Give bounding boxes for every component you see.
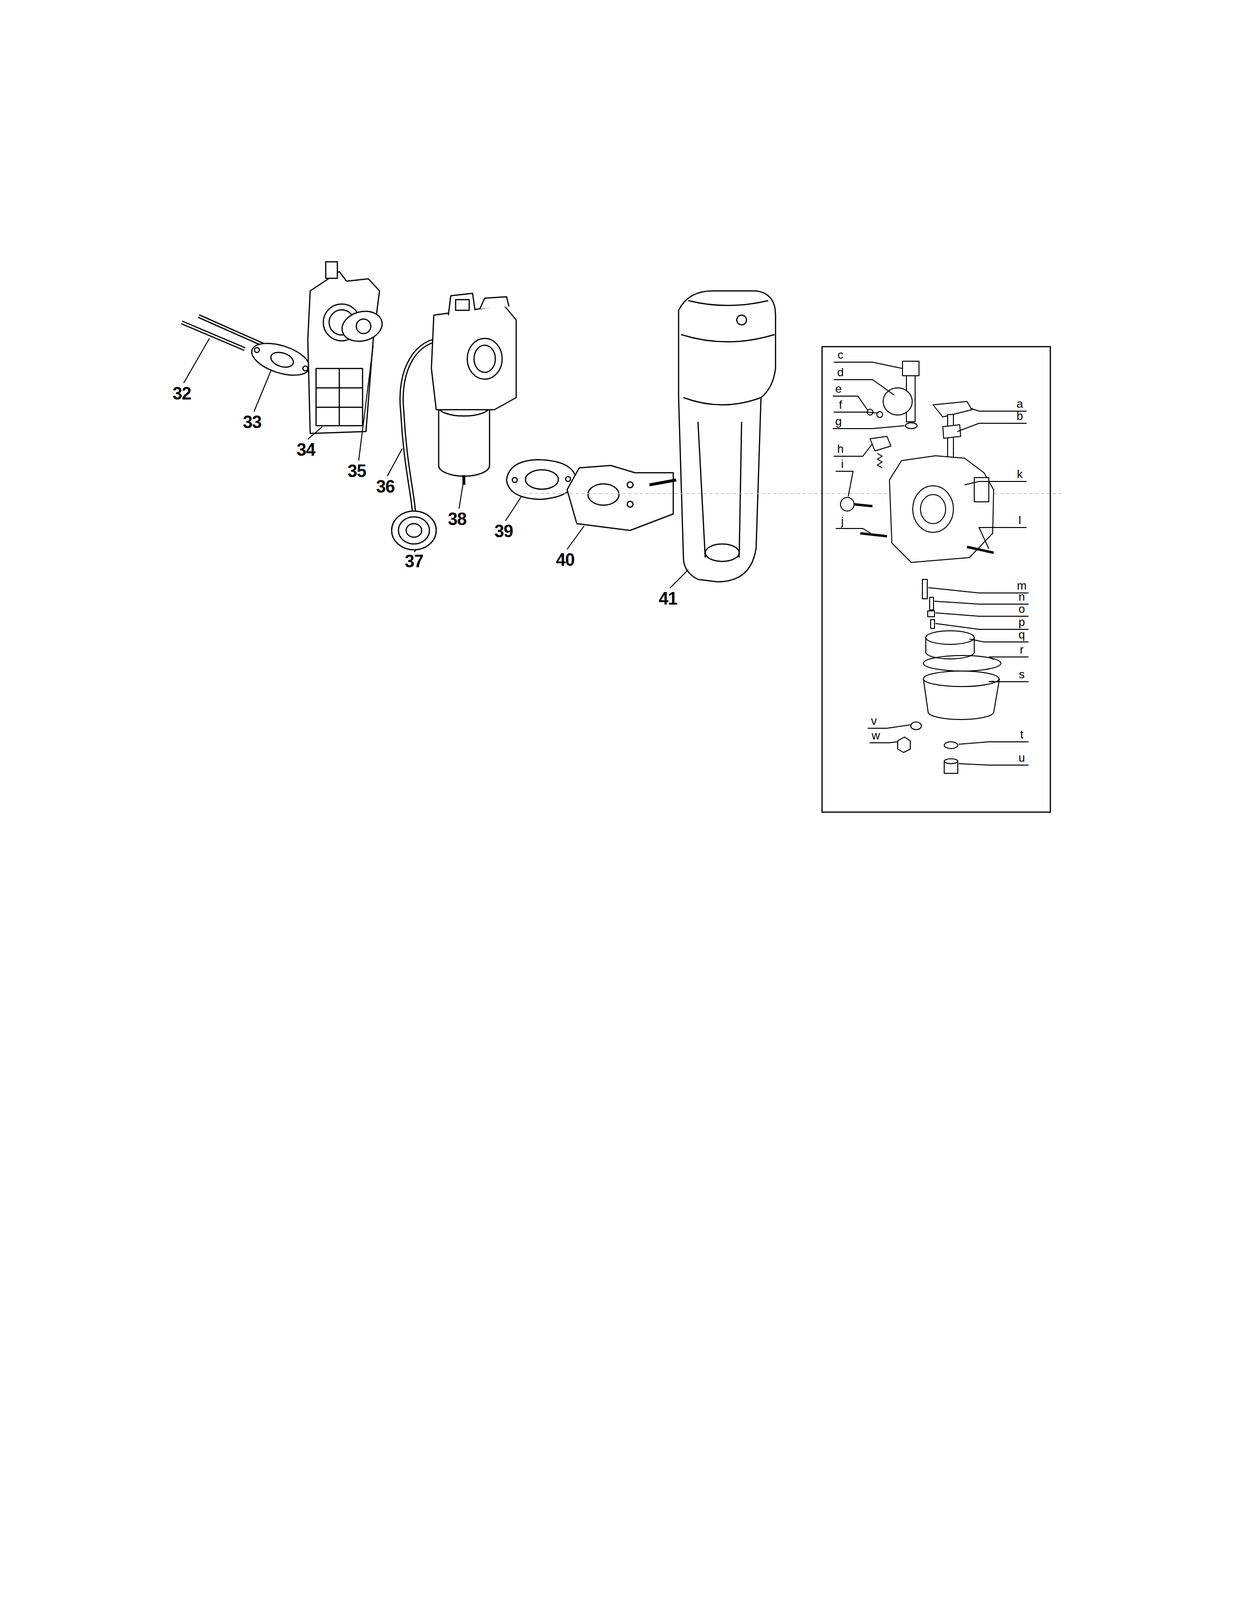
leader-line (413, 550, 416, 552)
leader-line (669, 569, 689, 588)
callout-letter: o (1018, 602, 1025, 615)
leader-line (979, 527, 1027, 549)
callout-letter: q (1018, 628, 1025, 641)
leader-line (387, 448, 403, 476)
callout-letter: a (1016, 397, 1023, 410)
callout-letter: t (1020, 728, 1024, 741)
callout-number: 34 (296, 441, 316, 459)
leader-line (567, 525, 585, 550)
leader-line (832, 425, 905, 429)
callout-letter: g (835, 415, 842, 428)
leader-line (307, 426, 323, 440)
callout-letter: m (1016, 579, 1027, 592)
leader-line (934, 601, 1029, 604)
callout-letter: r (1019, 643, 1024, 656)
leader-line (183, 338, 210, 383)
callout-number: 32 (172, 384, 191, 403)
callout-letter: k (1016, 468, 1023, 480)
callout-letter: w (871, 729, 880, 742)
leader-line (935, 612, 1029, 617)
callout-number: 33 (242, 413, 262, 431)
callout-letter: v (871, 714, 877, 727)
callout-letter: d (837, 366, 844, 379)
leader-line (358, 345, 374, 461)
leader-line (935, 623, 1029, 630)
callout-letter: s (1018, 668, 1025, 681)
leader-line (832, 396, 868, 411)
callout-number: 38 (447, 510, 467, 528)
callout-letter: i (840, 458, 844, 470)
callout-number: 41 (658, 589, 678, 608)
leader-line (833, 379, 895, 396)
leader-line (957, 423, 1027, 432)
leader-line (833, 412, 878, 413)
leader-line (988, 656, 1029, 660)
callout-letter: p (1018, 616, 1025, 628)
leader-line (958, 741, 1029, 745)
leader-line (835, 471, 854, 497)
leader-line (459, 484, 463, 509)
callout-number: 37 (404, 552, 424, 571)
callout-letter: u (1018, 751, 1025, 764)
leader-line (928, 587, 1029, 593)
leader-line (253, 369, 272, 412)
leader-line (505, 496, 522, 521)
leader-line (988, 681, 1029, 682)
callout-letter: j (840, 515, 844, 527)
leader-line (964, 481, 1027, 485)
callout-letter: b (1016, 410, 1023, 422)
callout-number: 36 (376, 477, 395, 496)
callout-letter: f (839, 398, 843, 411)
leader-line (833, 443, 873, 457)
callout-letter: e (835, 382, 842, 395)
callout-number: 35 (347, 462, 366, 480)
callout-number: 40 (555, 551, 575, 569)
leader-line (833, 362, 903, 369)
leader-line (869, 741, 898, 743)
leader-line (835, 528, 873, 535)
callout-number: 39 (494, 522, 513, 540)
callout-letter: n (1018, 590, 1025, 603)
callout-letter: h (837, 443, 844, 455)
leader-line (958, 763, 1029, 765)
callout-letter: c (837, 348, 844, 361)
callout-letter: l (1018, 514, 1021, 526)
